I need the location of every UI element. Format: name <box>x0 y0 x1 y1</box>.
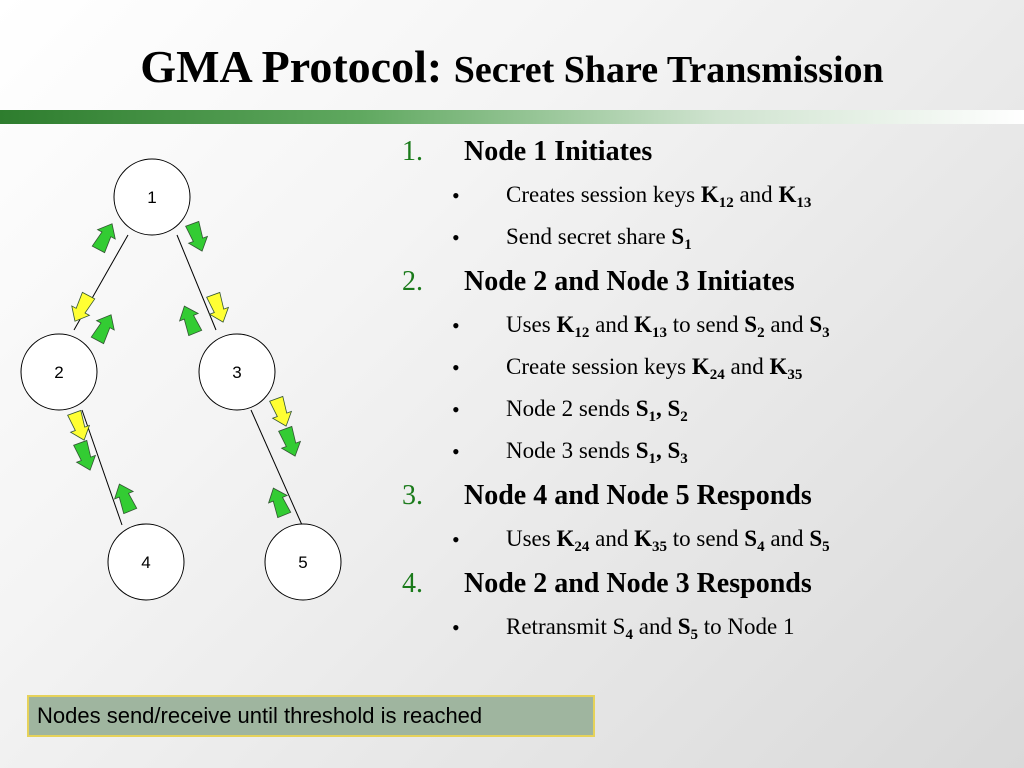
step-heading: Node 2 and Node 3 Responds <box>464 568 812 599</box>
step-3: 3. Node 4 and Node 5 Responds <box>400 480 1020 526</box>
node-4-label: 4 <box>141 553 150 572</box>
step-heading: Node 1 Initiates <box>464 136 653 167</box>
title-divider-bar <box>0 110 1024 124</box>
node-2: 2 <box>20 333 98 411</box>
bullet-dot-icon: • <box>452 183 460 208</box>
step-4: 4. Node 2 and Node 3 Responds <box>400 568 1020 614</box>
arrow-1-2-up-icon <box>91 223 116 254</box>
step-bullet: • Node 3 sends S1, S3 <box>400 438 1020 480</box>
bullet-dot-icon: • <box>452 615 460 640</box>
node-2-label: 2 <box>54 363 63 382</box>
arrow-2-1-up-icon <box>90 314 115 345</box>
title-sub: Secret Share Transmission <box>453 49 884 91</box>
node-5-label: 5 <box>298 553 307 572</box>
arrow-3-5-yellow-icon <box>269 395 293 427</box>
threshold-note: Nodes send/receive until threshold is re… <box>27 695 595 737</box>
step-number: 1. <box>402 136 423 167</box>
slide-title: GMA Protocol: Secret Share Transmission <box>0 40 1024 93</box>
bullet-text: Node 3 sends S1, S3 <box>506 438 688 467</box>
step-number: 4. <box>402 568 423 599</box>
step-number: 2. <box>402 266 423 297</box>
bullet-dot-icon: • <box>452 355 460 380</box>
bullet-text: Send secret share S1 <box>506 224 692 253</box>
arrow-2-4-green-icon <box>73 439 97 471</box>
step-2: 2. Node 2 and Node 3 Initiates <box>400 266 1020 312</box>
node-4: 4 <box>107 523 185 601</box>
step-number: 3. <box>402 480 423 511</box>
arrow-3-1-up-icon <box>178 305 203 337</box>
bullet-dot-icon: • <box>452 225 460 250</box>
bullet-text: Creates session keys K12 and K13 <box>506 182 812 211</box>
node-3-label: 3 <box>232 363 241 382</box>
node-1: 1 <box>113 158 191 236</box>
arrow-1-2-down-icon <box>71 291 96 322</box>
steps-list: 1.Node 1 Initiates•Creates session keys … <box>400 136 1020 656</box>
edge-3-5 <box>250 409 303 526</box>
node-tree-diagram: 1 2 3 4 5 <box>0 130 380 615</box>
step-heading: Node 4 and Node 5 Responds <box>464 480 812 511</box>
arrow-4-2-up-icon <box>113 483 138 515</box>
node-1-label: 1 <box>147 188 156 207</box>
edge-2-4 <box>81 409 123 526</box>
bullet-text: Uses K24 and K35 to send S4 and S5 <box>506 526 830 555</box>
arrow-3-5-green-icon <box>278 425 302 457</box>
arrow-5-3-up-icon <box>267 487 292 519</box>
bullet-text: Node 2 sends S1, S2 <box>506 396 688 425</box>
bullet-dot-icon: • <box>452 527 460 552</box>
arrow-1-3-down-icon <box>185 220 209 252</box>
step-heading: Node 2 and Node 3 Initiates <box>464 266 795 297</box>
node-3: 3 <box>198 333 276 411</box>
bullet-dot-icon: • <box>452 397 460 422</box>
bullet-dot-icon: • <box>452 313 460 338</box>
step-bullet: • Node 2 sends S1, S2 <box>400 396 1020 438</box>
bullet-dot-icon: • <box>452 439 460 464</box>
step-bullet: • Uses K24 and K35 to send S4 and S5 <box>400 526 1020 568</box>
node-5: 5 <box>264 523 342 601</box>
step-bullet: • Uses K12 and K13 to send S2 and S3 <box>400 312 1020 354</box>
step-bullet: • Create session keys K24 and K35 <box>400 354 1020 396</box>
arrow-group <box>67 220 302 519</box>
step-1: 1. Node 1 Initiates <box>400 136 1020 182</box>
bullet-text: Uses K12 and K13 to send S2 and S3 <box>506 312 830 341</box>
arrow-1-3-yellow-icon <box>206 291 230 323</box>
step-bullet: • Retransmit S4 and S5 to Node 1 <box>400 614 1020 656</box>
step-bullet: • Creates session keys K12 and K13 <box>400 182 1020 224</box>
step-bullet: • Send secret share S1 <box>400 224 1020 266</box>
bullet-text: Retransmit S4 and S5 to Node 1 <box>506 614 795 643</box>
bullet-text: Create session keys K24 and K35 <box>506 354 803 383</box>
arrow-2-4-yellow-icon <box>67 409 91 441</box>
title-main: GMA Protocol: <box>140 41 454 92</box>
